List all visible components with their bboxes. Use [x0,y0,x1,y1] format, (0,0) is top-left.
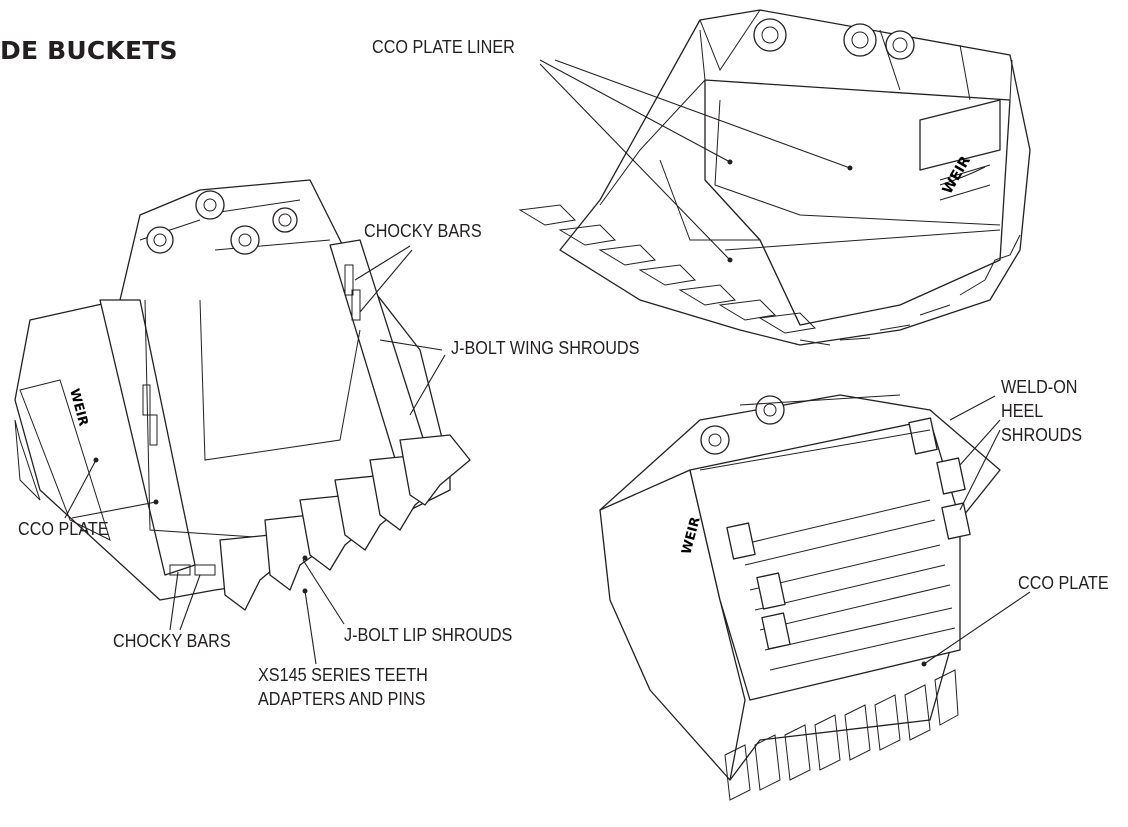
leader-lines [64,59,1031,665]
label-xs145-line2: ADAPTERS AND PINS [258,689,426,709]
label-j-bolt-wing-shrouds: J-BOLT WING SHROUDS [451,338,640,358]
label-chocky-bars-top: CHOCKY BARS [364,221,482,241]
label-weld-on-line3: SHROUDS [1001,425,1083,445]
bucket-left-drawing: WEIR [14,179,471,611]
bucket-bottom-right-drawing: WEIR [599,394,1001,801]
bucket-top-right-drawing: WEIR [518,9,1031,346]
label-cco-plate-right: CCO PLATE [1018,573,1109,593]
page-title: DE BUCKETS [0,36,178,65]
label-chocky-bars-bottom: CHOCKY BARS [113,631,231,651]
label-cco-plate-liner: CCO PLATE LINER [372,37,515,57]
label-weld-on-line2: HEEL [1001,401,1044,421]
label-xs145-line1: XS145 SERIES TEETH [258,665,428,685]
label-weld-on-line1: WELD-ON [1001,377,1078,397]
label-cco-plate-left: CCO PLATE [18,519,109,539]
label-j-bolt-lip-shrouds: J-BOLT LIP SHROUDS [344,625,513,645]
